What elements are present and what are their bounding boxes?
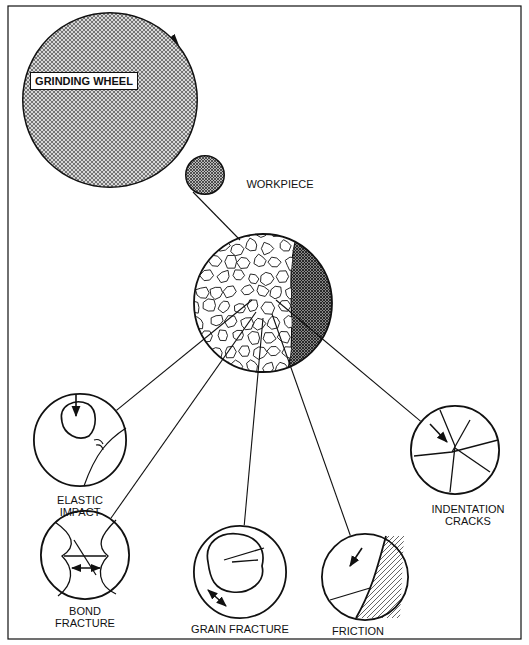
grain-fracture-circle: GRAIN FRACTURE bbox=[193, 525, 287, 619]
node-label: GRAIN FRACTURE bbox=[191, 623, 289, 635]
circle-shape bbox=[34, 394, 126, 486]
abrasive-grain bbox=[225, 255, 237, 268]
bond-fracture-detail bbox=[55, 520, 116, 596]
circle-outline bbox=[185, 155, 225, 195]
node-label: ELASTIC IMPACT bbox=[45, 494, 115, 518]
abrasive-grain bbox=[293, 274, 306, 286]
abrasive-grain bbox=[261, 242, 273, 255]
abrasive-grain bbox=[248, 331, 260, 344]
circle-outline bbox=[321, 533, 409, 621]
abrasive-grain bbox=[284, 225, 295, 237]
leader-line bbox=[276, 300, 421, 421]
abrasive-grain bbox=[280, 240, 291, 251]
abrasive-grain bbox=[190, 359, 200, 372]
abrasive-grain bbox=[234, 304, 245, 313]
circle-shape bbox=[322, 534, 408, 620]
abrasive-grain bbox=[187, 331, 200, 343]
grain-fracture-detail bbox=[207, 534, 264, 606]
abrasive-grain bbox=[204, 363, 214, 374]
abrasive-grain bbox=[209, 228, 222, 239]
indentation-cracks-circle: INDENTATION CRACKS bbox=[410, 405, 500, 495]
abrasive-grain bbox=[241, 285, 254, 295]
leader-line bbox=[244, 318, 263, 525]
abrasive-grain bbox=[208, 255, 222, 266]
leader-line bbox=[272, 314, 350, 536]
grinding-wheel: GRINDING WHEEL bbox=[22, 12, 198, 188]
node-label: INDENTATION CRACKS bbox=[423, 503, 513, 527]
abrasive-grain bbox=[204, 240, 215, 252]
circle-outline bbox=[193, 525, 287, 619]
abrasive-grain bbox=[231, 244, 244, 255]
abrasive-grain bbox=[218, 301, 230, 313]
abrasive-grain bbox=[188, 241, 201, 254]
abrasive-grain bbox=[223, 286, 236, 298]
abrasive-grain bbox=[195, 348, 207, 359]
leader-line bbox=[116, 300, 252, 410]
abrasive-grain bbox=[261, 272, 274, 285]
circle-outline bbox=[22, 12, 198, 188]
indentation-detail bbox=[414, 410, 498, 492]
circle-shape bbox=[194, 526, 286, 618]
abrasive-grain bbox=[254, 254, 266, 266]
abrasive-grain bbox=[285, 288, 295, 299]
circle-shape bbox=[186, 156, 225, 195]
abrasive-grain bbox=[233, 270, 245, 280]
node-label: WORKPIECE bbox=[246, 178, 313, 190]
abrasive-grain bbox=[270, 286, 282, 299]
abrasive-grain bbox=[211, 315, 223, 325]
elastic-impact-circle: ELASTIC IMPACT bbox=[33, 393, 127, 487]
node-label: BOND FRACTURE bbox=[50, 605, 120, 629]
abrasive-grain bbox=[278, 301, 291, 312]
abrasive-grain bbox=[261, 302, 275, 314]
workpiece: WORKPIECE bbox=[185, 155, 225, 195]
abrasive-grain bbox=[246, 238, 257, 251]
node-label: FRICTION bbox=[332, 625, 384, 637]
frame bbox=[8, 6, 521, 639]
magnified-circle bbox=[194, 234, 332, 372]
abrasive-grain bbox=[218, 330, 227, 341]
abrasive-grain bbox=[276, 271, 288, 283]
leader-lines bbox=[111, 192, 421, 536]
abrasive-grain bbox=[257, 285, 269, 296]
abrasive-grain bbox=[203, 299, 215, 311]
abrasive-grain bbox=[193, 228, 204, 240]
leader-line bbox=[193, 192, 240, 240]
abrasive-grain bbox=[249, 274, 259, 284]
abrasive-grain bbox=[267, 347, 281, 356]
elastic-impact-detail bbox=[61, 394, 126, 486]
abrasive-grain bbox=[268, 257, 281, 267]
leader-line bbox=[111, 312, 256, 518]
circle-shape bbox=[411, 406, 499, 494]
circle-shape bbox=[41, 511, 129, 599]
abrasive-grain bbox=[284, 316, 296, 328]
magnified-contact bbox=[180, 225, 350, 385]
abrasive-grain bbox=[285, 257, 298, 270]
bond-fracture-circle: BOND FRACTURE bbox=[40, 510, 130, 600]
abrasive-grain bbox=[290, 301, 302, 310]
friction-circle: FRICTION bbox=[321, 533, 409, 621]
abrasive-grain bbox=[256, 227, 269, 238]
node-label: GRINDING WHEEL bbox=[30, 72, 138, 90]
abrasive-grain bbox=[237, 257, 250, 268]
circle-outline bbox=[33, 393, 127, 487]
circle-outline bbox=[40, 510, 130, 600]
abrasive-grain bbox=[217, 270, 229, 282]
abrasive-grain bbox=[247, 300, 258, 312]
circle-shape bbox=[23, 13, 198, 188]
abrasive-grain bbox=[210, 287, 223, 299]
circle-outline bbox=[410, 405, 500, 495]
abrasive-grain bbox=[196, 287, 210, 298]
friction-detail bbox=[330, 536, 404, 618]
abrasive-grain bbox=[253, 318, 266, 330]
abrasive-grain bbox=[263, 333, 276, 343]
abrasive-grain bbox=[239, 346, 250, 356]
abrasive-grain bbox=[293, 331, 306, 342]
